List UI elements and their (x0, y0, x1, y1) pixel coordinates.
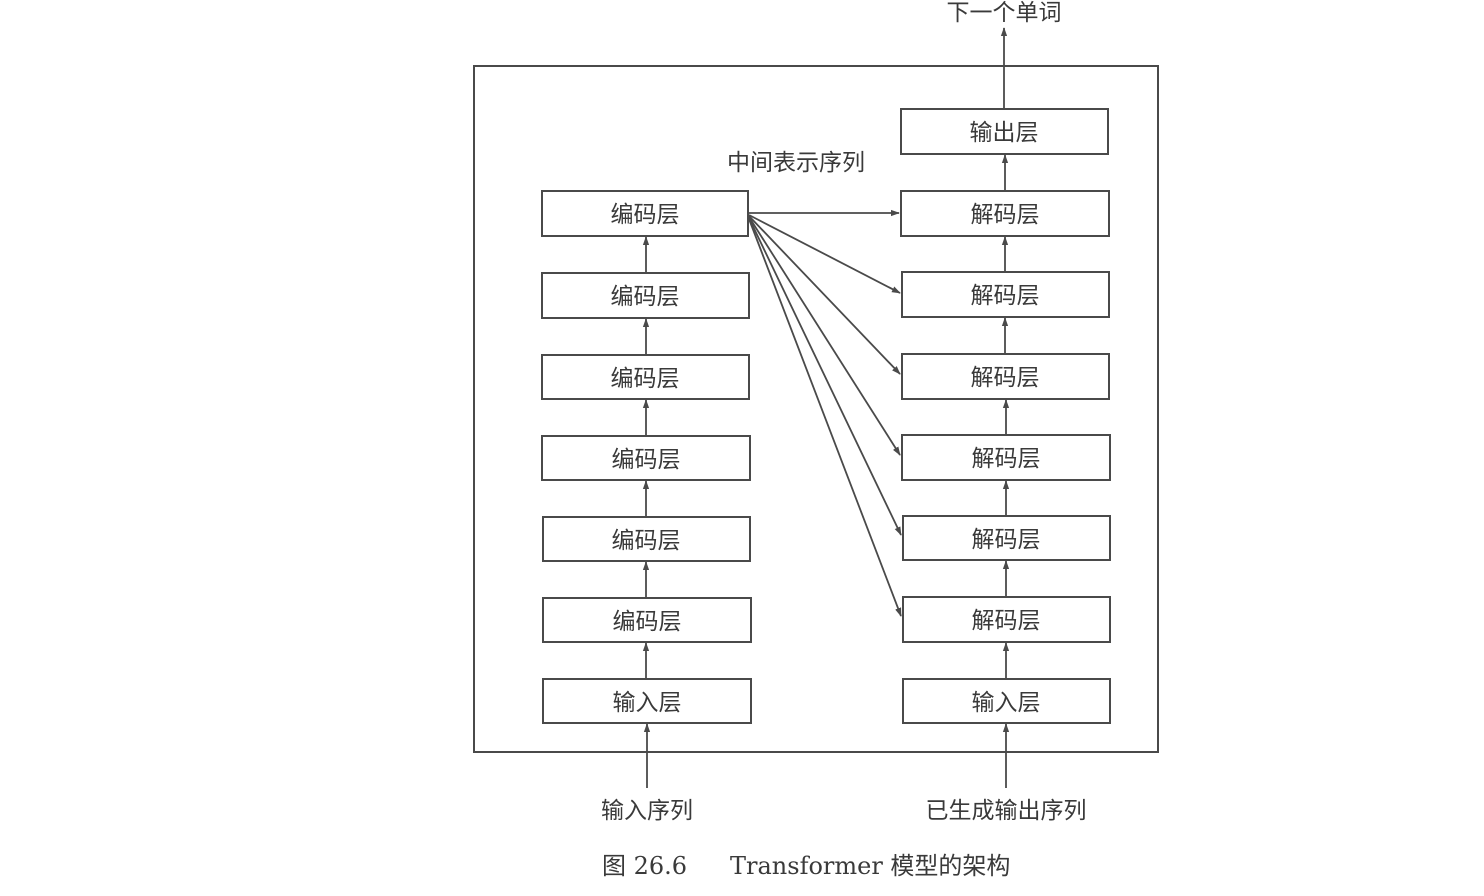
encoder-layer-3-box (541, 435, 751, 481)
decoder-layer-2-label: 解码层 (972, 527, 1041, 553)
encoder-layer-4-label: 编码层 (611, 366, 680, 392)
decoder-output-layer-label: 输出层 (970, 120, 1039, 146)
next-word-label: 下一个单词 (947, 0, 1062, 26)
decoder-layer-2-box (902, 515, 1111, 561)
cross-arrow-decoder-3 (748, 216, 901, 456)
figure-title: Transformer 模型的架构 (730, 852, 1010, 880)
decoder-layer-6-label: 解码层 (971, 202, 1040, 228)
encoder-layer-4-box (541, 354, 750, 400)
encoder-layer-2-label: 编码层 (612, 528, 681, 554)
decoder-layer-4-box (901, 353, 1110, 400)
cross-arrow-decoder-5 (748, 214, 901, 294)
encoder-layer-1-box (542, 597, 752, 643)
intermediate-sequence-label: 中间表示序列 (727, 150, 865, 176)
encoder-layer-2-box (542, 516, 751, 562)
decoder-output-layer-box (900, 108, 1109, 155)
model-frame (473, 65, 1159, 753)
encoder-layer-3-label: 编码层 (612, 447, 681, 473)
encoder-input-layer-box (542, 678, 752, 724)
decoder-input-layer-box (902, 678, 1111, 724)
decoder-layer-6-box (900, 190, 1110, 237)
decoder-layer-3-label: 解码层 (972, 446, 1041, 472)
encoder-layer-1-label: 编码层 (613, 609, 682, 635)
encoder-layer-5-box (541, 272, 750, 319)
encoder-decoder-connections (748, 209, 902, 617)
encoder-stack: 编码层 编码层 编码层 编码层 编码层 编码层 输入层 (541, 190, 752, 788)
cross-arrow-decoder-4 (748, 215, 901, 375)
generated-output-sequence-label: 已生成输出序列 (926, 798, 1087, 824)
input-sequence-label: 输入序列 (601, 798, 693, 824)
cross-arrow-decoder-1 (748, 218, 902, 617)
encoder-layer-6-box (541, 190, 749, 237)
encoder-layer-6-label: 编码层 (611, 202, 680, 228)
decoder-layer-4-label: 解码层 (971, 365, 1040, 391)
decoder-layer-1-box (902, 596, 1111, 643)
decoder-layer-1-label: 解码层 (972, 608, 1041, 634)
decoder-layer-3-box (901, 434, 1111, 481)
encoder-layer-5-label: 编码层 (611, 284, 680, 310)
cross-arrow-decoder-2 (748, 217, 902, 536)
decoder-layer-5-label: 解码层 (971, 283, 1040, 309)
figure-number: 图 26.6 (602, 852, 687, 880)
decoder-stack: 输出层 解码层 解码层 解码层 解码层 解码层 解码层 输入层 (900, 108, 1111, 788)
decoder-input-layer-label: 输入层 (972, 690, 1041, 716)
encoder-input-layer-label: 输入层 (613, 690, 682, 716)
